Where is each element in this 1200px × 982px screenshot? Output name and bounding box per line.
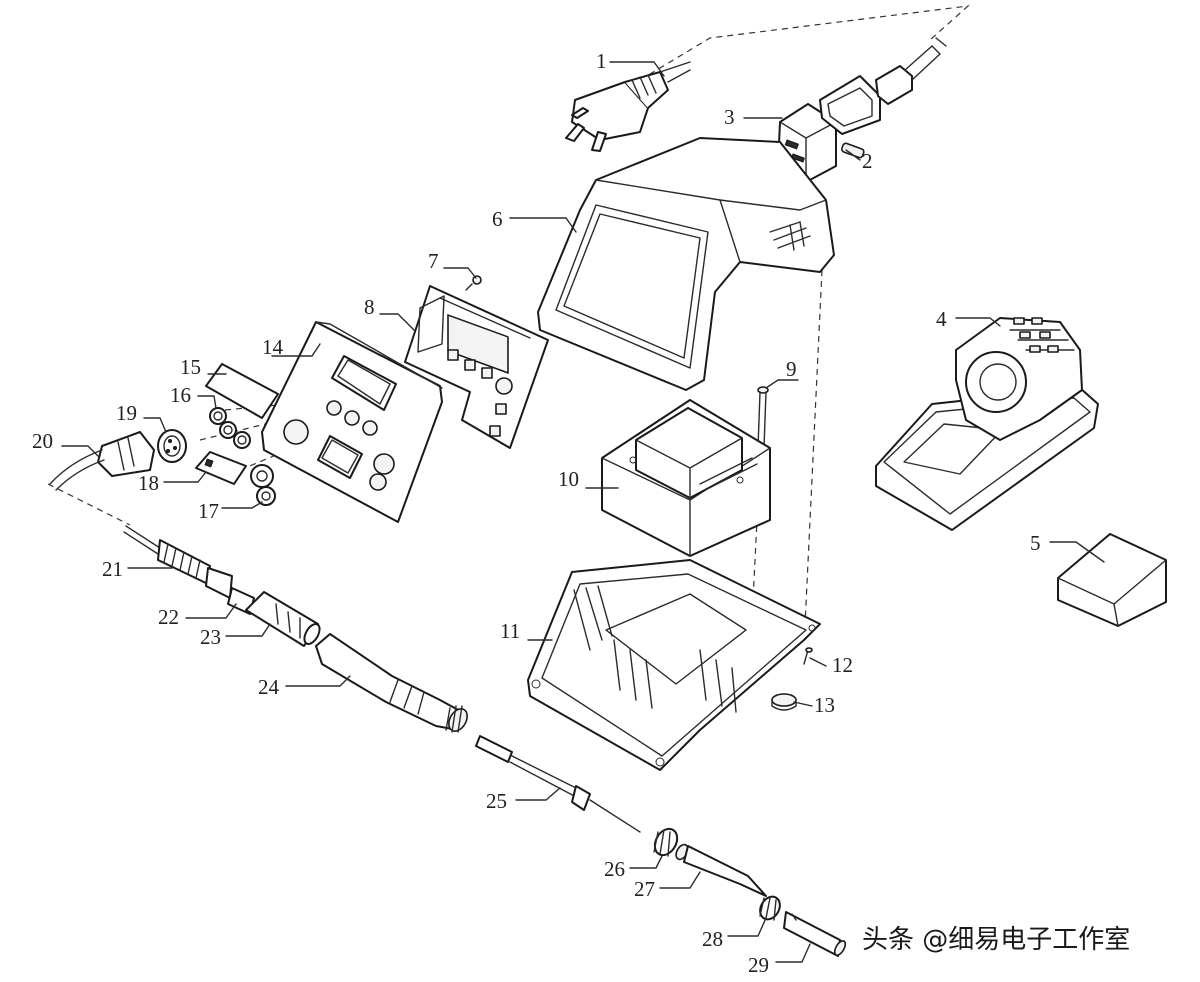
- label-1: 1: [596, 49, 607, 73]
- part-7-screw: [465, 275, 482, 291]
- part-21-strain-relief: [123, 525, 233, 599]
- part-12-screw: [803, 647, 813, 665]
- label-29: 29: [748, 953, 769, 977]
- part-26-nut: [653, 827, 689, 861]
- part-27-tip-tube: [683, 845, 767, 897]
- part-2-fuse: [840, 142, 865, 159]
- label-13: 13: [814, 693, 835, 717]
- part-20-cable-plug: [49, 431, 155, 491]
- label-9: 9: [786, 357, 797, 381]
- label-11: 11: [500, 619, 520, 643]
- part-5-sponge: [1057, 533, 1167, 627]
- label-24: 24: [258, 675, 280, 699]
- label-8: 8: [364, 295, 375, 319]
- part-23-handle-cap: [245, 591, 321, 647]
- label-26: 26: [604, 857, 625, 881]
- leader-lines: [61, 61, 1105, 963]
- part-13-rubber-foot: [771, 693, 797, 711]
- label-19: 19: [116, 401, 137, 425]
- label-25: 25: [486, 789, 507, 813]
- part-19-connector-socket: [157, 429, 187, 463]
- part-15-label-plate: [205, 363, 279, 419]
- label-28: 28: [702, 927, 723, 951]
- watermark-text: 头条 @细易电子工作室: [862, 925, 1130, 955]
- label-7: 7: [428, 249, 439, 273]
- part-17-knob-caps: [250, 464, 276, 506]
- part-16-buttons: [209, 407, 251, 449]
- part-18-rocker-switch: [195, 451, 247, 485]
- label-17: 17: [198, 499, 219, 523]
- part-24-handle: [315, 633, 468, 733]
- iec-power-cord: [819, 37, 947, 135]
- part-11-base-housing: [527, 559, 821, 771]
- part-6-top-cover: [537, 137, 835, 391]
- label-16: 16: [170, 383, 191, 407]
- part-9-standoff: [757, 386, 769, 449]
- label-20: 20: [32, 429, 53, 453]
- part-25-heating-element: [475, 735, 641, 833]
- label-5: 5: [1030, 531, 1041, 555]
- part-14-front-panel: [261, 321, 443, 523]
- part-1-power-plug: [565, 61, 691, 152]
- label-10: 10: [558, 467, 579, 491]
- label-15: 15: [180, 355, 201, 379]
- label-14: 14: [262, 335, 284, 359]
- label-3: 3: [724, 105, 735, 129]
- part-8-circuit-board: [404, 285, 549, 449]
- part-4-iron-stand: [875, 317, 1099, 531]
- label-22: 22: [158, 605, 179, 629]
- label-12: 12: [832, 653, 853, 677]
- label-4: 4: [936, 307, 947, 331]
- label-23: 23: [200, 625, 221, 649]
- part-29-soldering-tip: [783, 911, 847, 957]
- label-21: 21: [102, 557, 123, 581]
- label-27: 27: [634, 877, 655, 901]
- label-2: 2: [862, 149, 873, 173]
- label-6: 6: [492, 207, 503, 231]
- label-18: 18: [138, 471, 159, 495]
- part-28-tip-nut: [759, 895, 781, 921]
- part-number-labels: 1 2 3 4 5 6 7 8 9 10 11 12 13 14 15 16 1…: [32, 49, 1041, 977]
- part-3-power-socket: [777, 103, 837, 183]
- part-10-transformer: [601, 399, 771, 557]
